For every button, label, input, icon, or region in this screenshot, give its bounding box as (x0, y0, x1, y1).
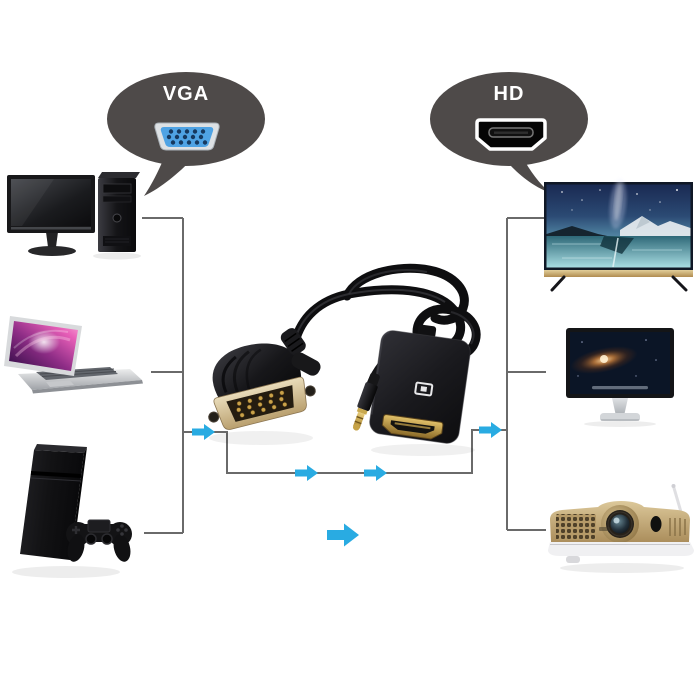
desktop-computer-icon (6, 170, 146, 266)
audio-jack-plug (352, 372, 380, 431)
laptop-icon (2, 306, 152, 402)
vga-cable-boot (280, 328, 306, 355)
dongle-indicator-window (414, 381, 434, 397)
flow-arrow-right-icon (192, 424, 215, 440)
line-adapter-path (183, 429, 507, 474)
flow-arrow-right-icon (364, 465, 387, 481)
game-console-icon (6, 436, 146, 588)
hd-speech-bubble (430, 72, 588, 202)
hdmi-dongle (369, 324, 471, 444)
flow-arrow-large-icon (327, 523, 359, 547)
tv-icon (542, 176, 697, 292)
bubble-body (107, 72, 265, 166)
vga-speech-bubble (107, 72, 265, 202)
bubble-tail (505, 158, 550, 193)
flow-arrow-right-icon (479, 422, 502, 438)
hdmi-female-port (381, 414, 444, 440)
vga-male-connector (208, 343, 316, 430)
hd-bubble-graphic (430, 72, 588, 193)
hdmi-port-icon (475, 118, 547, 151)
hd-label: HD (493, 83, 525, 105)
flow-arrow-right-icon (295, 465, 318, 481)
bubble-tail (144, 158, 191, 196)
projector-icon (542, 474, 698, 592)
vga-port-icon (154, 122, 220, 151)
vga-thumbscrew (291, 352, 321, 376)
display-monitor-icon (552, 320, 688, 428)
gamepad (66, 519, 132, 562)
vga-to-hdmi-adapter-photo (195, 252, 490, 467)
vga-bubble-graphic (107, 72, 265, 196)
vga-label: VGA (162, 83, 210, 105)
